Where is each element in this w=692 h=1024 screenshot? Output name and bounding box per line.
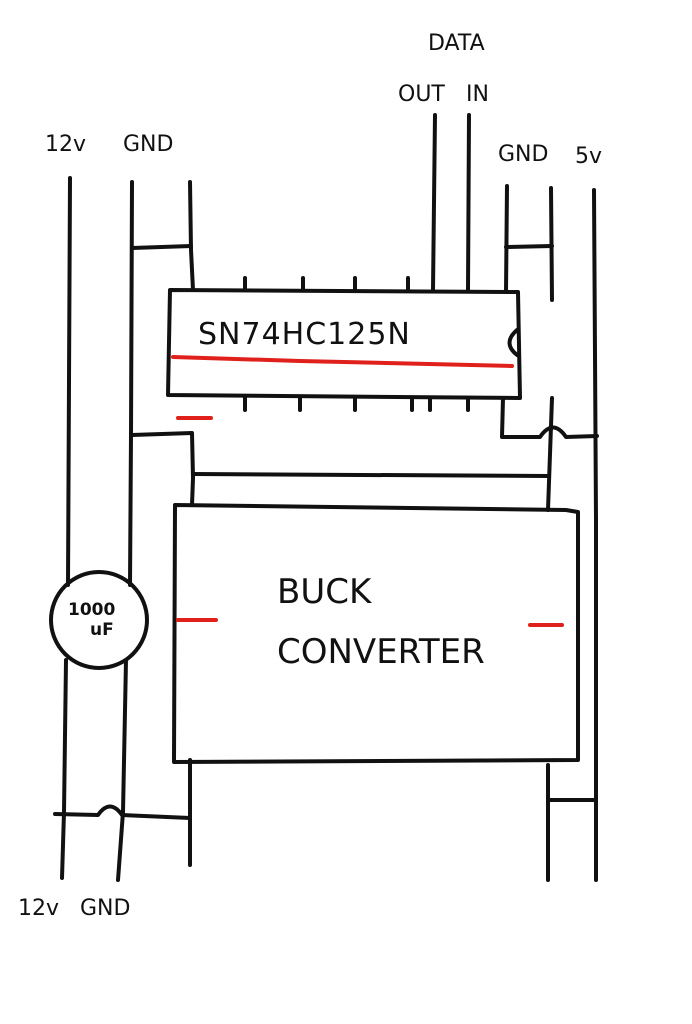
data-out-label: OUT bbox=[398, 82, 445, 107]
capacitor-unit: uF bbox=[90, 620, 114, 640]
top-right-5v-label: 5v bbox=[575, 144, 603, 169]
wire-5v-rail bbox=[592, 188, 598, 882]
buck-converter-box bbox=[172, 503, 580, 764]
buck-title-line2: CONVERTER bbox=[277, 632, 485, 672]
top-right-gnd-label: GND bbox=[498, 142, 549, 167]
chip-name: SN74HC125N bbox=[198, 317, 411, 352]
buck-title-line1: BUCK bbox=[277, 572, 372, 612]
wire-data-in bbox=[466, 113, 471, 292]
top-left-12v-label: 12v bbox=[45, 132, 87, 157]
chip-red-underline bbox=[171, 355, 514, 368]
wire-left-inner bbox=[188, 180, 195, 292]
wire-bottom-crossover bbox=[53, 804, 192, 820]
chip-body bbox=[166, 288, 522, 400]
wire-right-link bbox=[504, 244, 554, 249]
wire-gnd-right bbox=[504, 184, 509, 294]
data-in-label: IN bbox=[466, 82, 489, 107]
wire-gnd-rail-lower bbox=[116, 658, 128, 882]
wire-data-out bbox=[431, 113, 437, 292]
wire-bus-top bbox=[191, 472, 550, 478]
bottom-12v-label: 12v bbox=[18, 896, 60, 921]
capacitor-circle bbox=[49, 570, 149, 670]
wire-12v-rail-lower bbox=[60, 658, 68, 880]
bottom-gnd-label: GND bbox=[80, 896, 131, 921]
wire-gnd-rail bbox=[128, 180, 134, 587]
wire-12v-rail bbox=[66, 176, 72, 587]
top-left-gnd-label: GND bbox=[123, 132, 174, 157]
wire-5v-right-a bbox=[549, 186, 554, 302]
wire-gnd-bottom-chip bbox=[130, 431, 195, 507]
wire-5v-right-b bbox=[546, 396, 554, 512]
capacitor-value: 1000 bbox=[68, 600, 116, 620]
chip-notch bbox=[507, 328, 519, 357]
data-label: DATA bbox=[428, 31, 485, 56]
wire-gnd-to-chip bbox=[130, 244, 193, 250]
